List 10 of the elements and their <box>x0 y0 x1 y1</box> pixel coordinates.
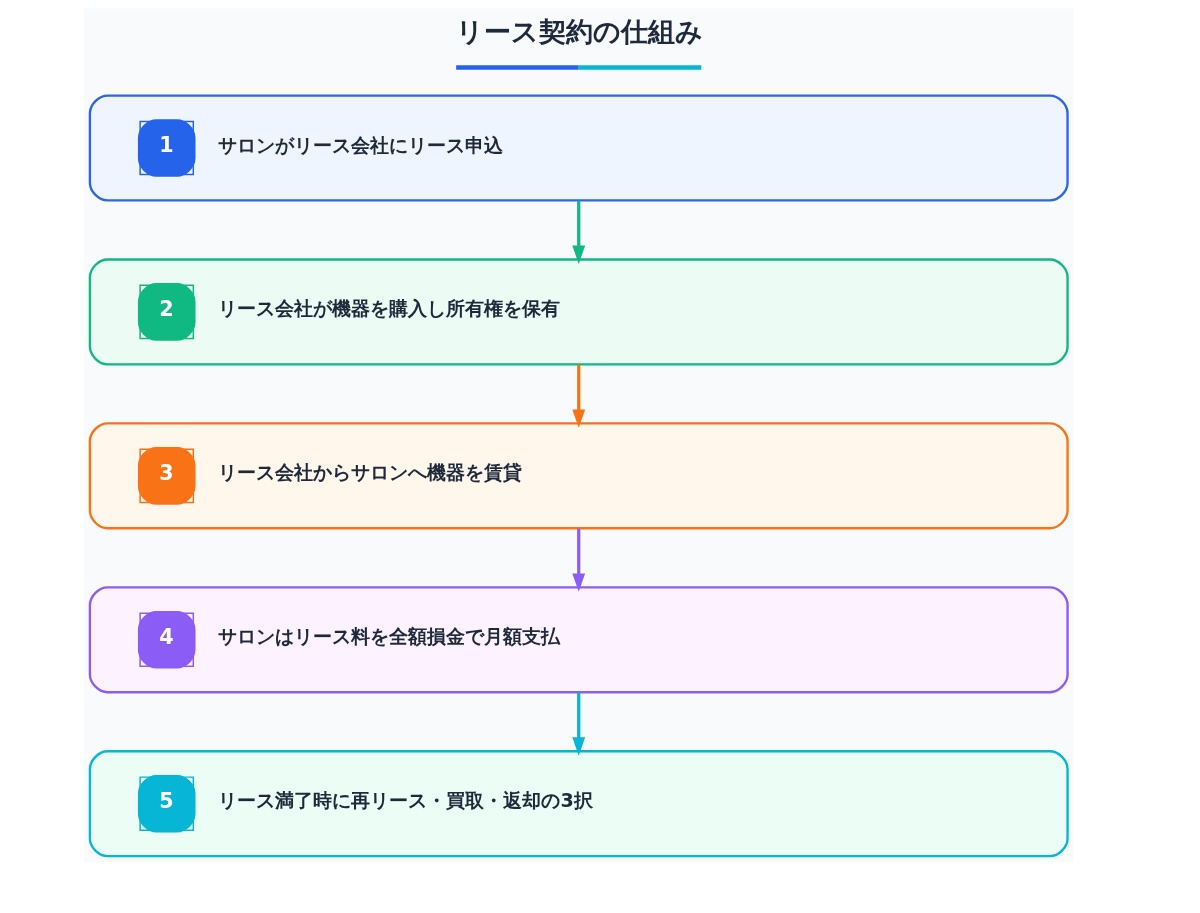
diagram-title: リース契約の仕組み <box>456 15 704 47</box>
arrow <box>572 528 586 592</box>
node-box: 2 リース会社が機器を購入し所有権を保有 <box>88 258 1069 366</box>
arrow <box>572 200 586 264</box>
node-box: 3 リース会社からサロンへ機器を賃貸 <box>88 422 1069 530</box>
node-box: 5 リース満了時に再リース・買取・返却の3択 <box>88 750 1069 858</box>
node-box: 1 サロンがリース会社にリース申込 <box>88 94 1069 202</box>
arrow <box>572 692 586 756</box>
node-box: 4 サロンはリース料を全額損金で月額支払 <box>88 586 1069 694</box>
arrow <box>572 364 586 428</box>
